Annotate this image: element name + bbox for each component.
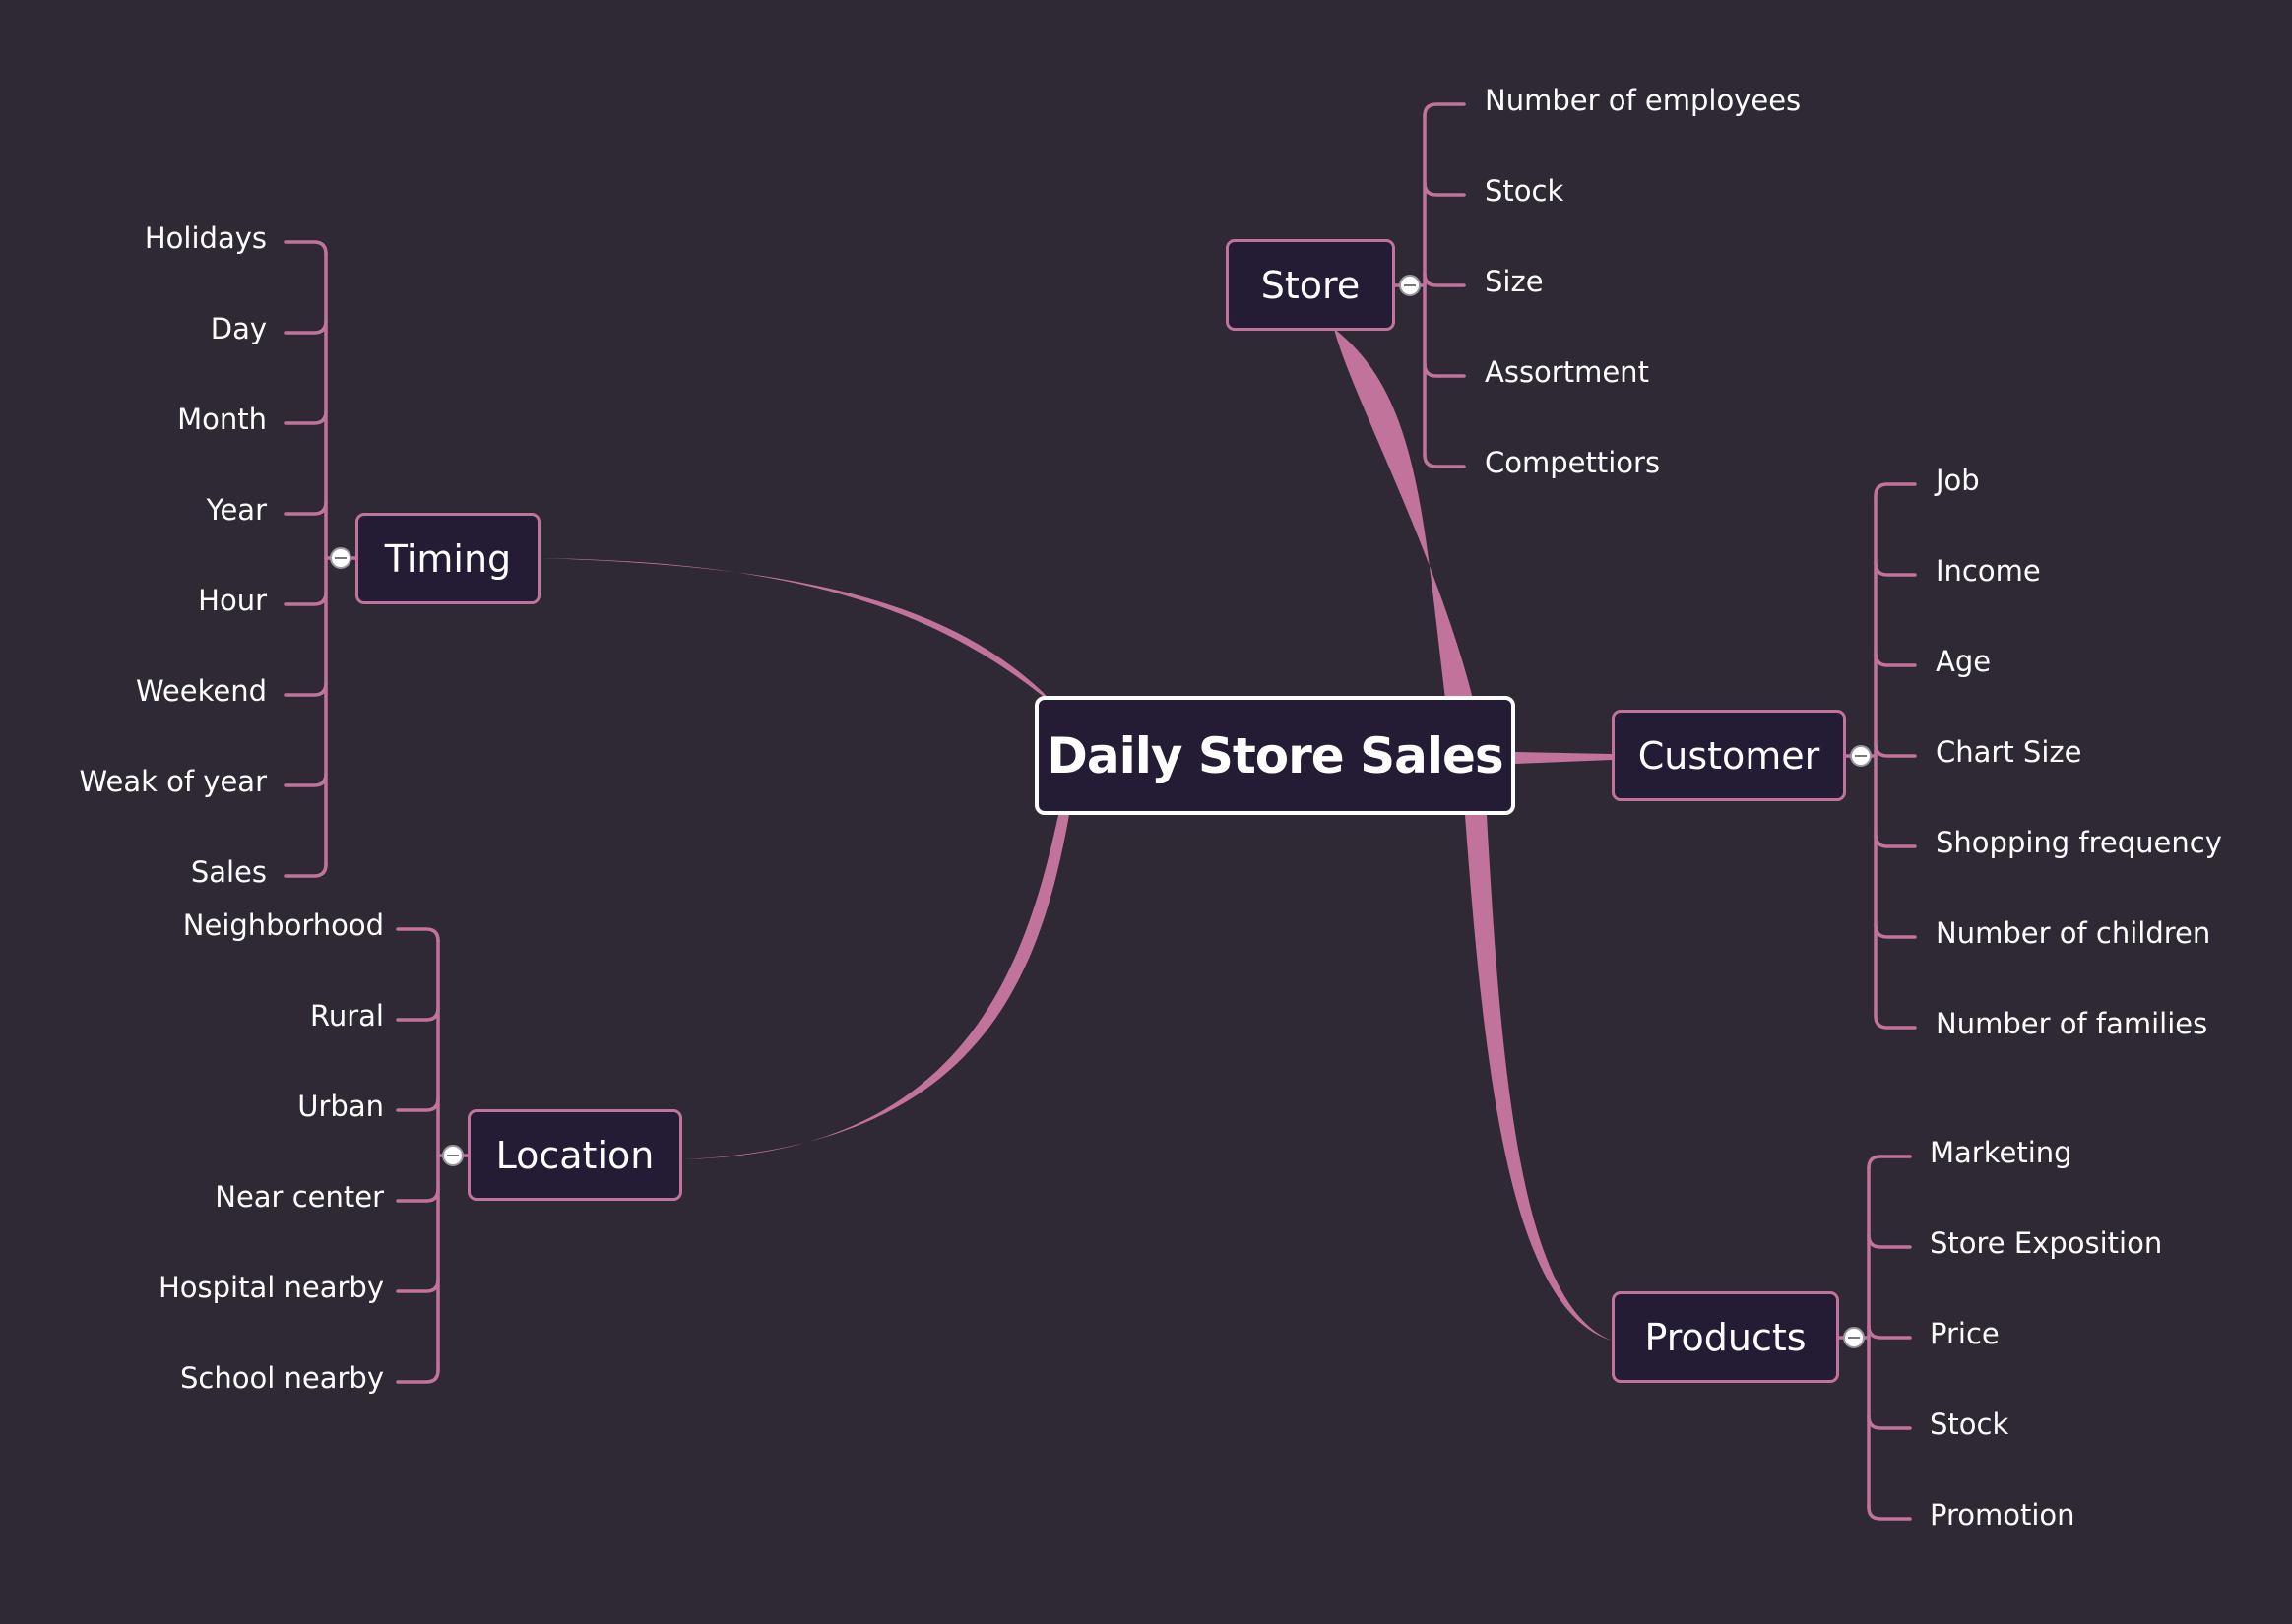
bracket-tick-store bbox=[1423, 362, 1466, 378]
bracket-tick-store bbox=[1423, 181, 1466, 197]
bracket-tick-location bbox=[396, 1368, 440, 1384]
bracket-tick-customer bbox=[1874, 482, 1917, 498]
bracket-tick-timing bbox=[284, 591, 328, 606]
subtopic-products-store-exposition[interactable]: Store Exposition bbox=[1930, 1226, 2163, 1260]
bracket-tick-timing bbox=[284, 240, 328, 256]
subtopic-location-school-nearby[interactable]: School nearby bbox=[180, 1361, 384, 1395]
subtopic-location-rural[interactable]: Rural bbox=[310, 999, 384, 1032]
subtopic-timing-hour[interactable]: Hour bbox=[198, 584, 267, 617]
bracket-tick-products bbox=[1867, 1155, 1912, 1170]
bracket-tick-customer bbox=[1874, 1014, 1917, 1030]
subtopic-timing-weekend[interactable]: Weekend bbox=[135, 674, 267, 708]
subtopic-location-urban[interactable]: Urban bbox=[297, 1090, 384, 1123]
subtopic-timing-day[interactable]: Day bbox=[210, 312, 267, 345]
branch-connector-customer bbox=[1515, 752, 1612, 764]
bracket-tick-timing bbox=[284, 772, 328, 787]
topic-location[interactable]: Location bbox=[468, 1109, 682, 1201]
topic-customer-label: Customer bbox=[1637, 733, 1820, 778]
bracket-tick-location bbox=[396, 1278, 440, 1293]
subtopic-timing-month[interactable]: Month bbox=[177, 403, 267, 436]
subtopic-customer-income[interactable]: Income bbox=[1936, 554, 2041, 588]
bracket-tick-customer bbox=[1874, 833, 1917, 848]
subtopic-products-marketing[interactable]: Marketing bbox=[1930, 1136, 2072, 1169]
branch-connector-store bbox=[1334, 329, 1473, 699]
bracket-tick-customer bbox=[1874, 923, 1917, 939]
collapse-toggle-store-icon[interactable] bbox=[1399, 275, 1421, 296]
topic-timing[interactable]: Timing bbox=[355, 513, 541, 604]
subtopic-customer-shopping-frequency[interactable]: Shopping frequency bbox=[1936, 826, 2222, 859]
subtopic-store-stock[interactable]: Stock bbox=[1485, 174, 1564, 208]
subtopic-customer-number-of-children[interactable]: Number of children bbox=[1936, 916, 2211, 950]
collapse-toggle-customer-icon[interactable] bbox=[1850, 745, 1872, 767]
subtopic-timing-weak-of-year[interactable]: Weak of year bbox=[79, 765, 267, 798]
bracket-tick-products bbox=[1867, 1505, 1912, 1521]
bracket-tick-timing bbox=[284, 319, 328, 335]
subtopic-customer-job[interactable]: Job bbox=[1936, 464, 1980, 497]
subtopic-timing-holidays[interactable]: Holidays bbox=[144, 221, 267, 255]
central-topic[interactable]: Daily Store Sales bbox=[1035, 696, 1515, 815]
subtopic-products-promotion[interactable]: Promotion bbox=[1930, 1498, 2075, 1531]
subtopic-location-near-center[interactable]: Near center bbox=[215, 1180, 384, 1214]
bracket-tick-products bbox=[1867, 1414, 1912, 1430]
topic-products-label: Products bbox=[1644, 1315, 1807, 1359]
topic-timing-label: Timing bbox=[384, 536, 512, 581]
branch-connector-products bbox=[1465, 815, 1612, 1341]
bracket-tick-location bbox=[396, 1006, 440, 1022]
subtopic-timing-year[interactable]: Year bbox=[206, 493, 267, 527]
topic-location-label: Location bbox=[495, 1133, 655, 1177]
bracket-tick-location bbox=[396, 1187, 440, 1203]
bracket-tick-store bbox=[1423, 102, 1466, 118]
bracket-tick-timing bbox=[284, 409, 328, 425]
bracket-tick-location bbox=[396, 1096, 440, 1112]
bracket-tick-customer bbox=[1874, 742, 1917, 758]
bracket-tick-products bbox=[1867, 1324, 1912, 1340]
subtopic-customer-chart-size[interactable]: Chart Size bbox=[1936, 735, 2082, 769]
collapse-toggle-products-icon[interactable] bbox=[1843, 1327, 1865, 1348]
bracket-tick-location bbox=[396, 927, 440, 943]
bracket-tick-products bbox=[1867, 1233, 1912, 1249]
subtopic-customer-number-of-families[interactable]: Number of families bbox=[1936, 1007, 2208, 1040]
collapse-toggle-timing-icon[interactable] bbox=[330, 547, 351, 569]
subtopic-products-price[interactable]: Price bbox=[1930, 1317, 2000, 1350]
bracket-tick-customer bbox=[1874, 561, 1917, 577]
subtopic-store-assortment[interactable]: Assortment bbox=[1485, 355, 1649, 389]
branch-connector-timing bbox=[540, 558, 1053, 705]
central-topic-label: Daily Store Sales bbox=[1047, 726, 1503, 784]
bracket-tick-store bbox=[1423, 453, 1466, 468]
subtopic-store-number-of-employees[interactable]: Number of employees bbox=[1485, 84, 1802, 117]
subtopic-location-hospital-nearby[interactable]: Hospital nearby bbox=[158, 1271, 384, 1304]
subtopic-customer-age[interactable]: Age bbox=[1936, 645, 1992, 678]
bracket-tick-timing bbox=[284, 862, 328, 878]
branch-connector-location bbox=[682, 815, 1069, 1159]
collapse-toggle-location-icon[interactable] bbox=[442, 1145, 464, 1166]
topic-store[interactable]: Store bbox=[1226, 239, 1395, 331]
subtopic-products-stock[interactable]: Stock bbox=[1930, 1407, 2009, 1441]
subtopic-store-compettiors[interactable]: Compettiors bbox=[1485, 446, 1661, 479]
bracket-tick-timing bbox=[284, 681, 328, 697]
bracket-tick-store bbox=[1423, 272, 1466, 287]
topic-customer[interactable]: Customer bbox=[1612, 710, 1846, 801]
bracket-tick-timing bbox=[284, 500, 328, 516]
subtopic-timing-sales[interactable]: Sales bbox=[190, 855, 267, 889]
topic-store-label: Store bbox=[1260, 263, 1361, 307]
subtopic-location-neighborhood[interactable]: Neighborhood bbox=[182, 908, 384, 942]
topic-products[interactable]: Products bbox=[1612, 1291, 1839, 1383]
subtopic-store-size[interactable]: Size bbox=[1485, 265, 1544, 298]
bracket-tick-customer bbox=[1874, 652, 1917, 667]
